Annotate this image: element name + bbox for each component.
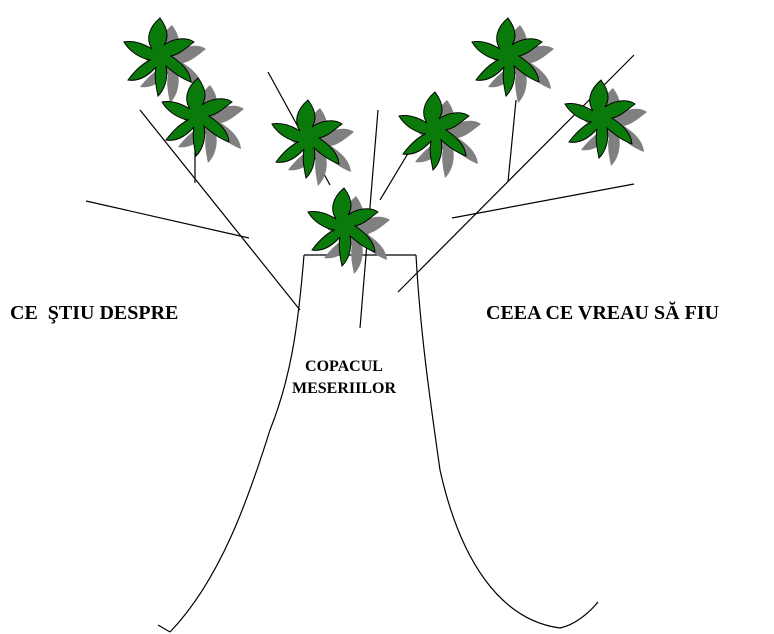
- leaf-cluster-4: [399, 92, 481, 178]
- leaf-cluster-6: [565, 80, 647, 166]
- branch: [452, 184, 634, 218]
- branch: [508, 100, 516, 182]
- leaf-cluster-3: [272, 100, 354, 186]
- leaf-cluster-7: [308, 188, 390, 274]
- trunk-title-line1: COPACUL: [270, 356, 418, 378]
- trunk-left-edge: [170, 255, 304, 632]
- trunk-title: COPACUL MESERIILOR: [270, 356, 418, 400]
- root-left: [158, 625, 170, 632]
- tree-branches: [86, 55, 634, 328]
- branch: [380, 150, 410, 200]
- left-label: CE ŞTIU DESPRE: [10, 303, 178, 323]
- branch: [140, 110, 300, 310]
- right-label: CEEA CE VREAU SĂ FIU: [486, 303, 719, 323]
- trunk-title-line2: MESERIILOR: [270, 378, 418, 400]
- leaf-cluster-5: [472, 18, 554, 103]
- branch: [86, 201, 249, 238]
